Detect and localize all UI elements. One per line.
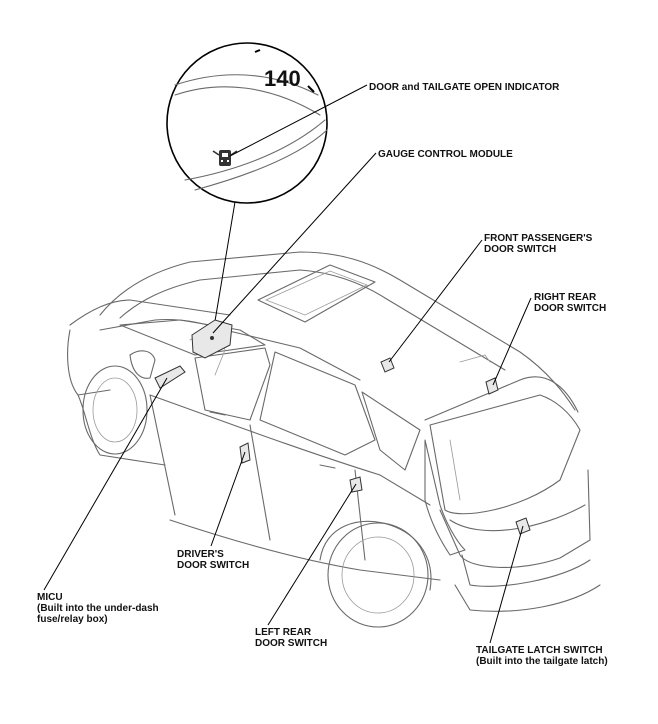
label-left-rear-line1: LEFT REAR [255, 627, 312, 638]
label-front-passenger-line2: DOOR SWITCH [484, 244, 556, 255]
gauge-control-module [191, 319, 233, 359]
label-tailgate-line1: TAILGATE LATCH SWITCH [476, 645, 603, 656]
label-left-rear-line2: DOOR SWITCH [255, 638, 327, 649]
label-driver-line2: DOOR SWITCH [177, 560, 249, 571]
label-right-rear-line1: RIGHT REAR [534, 292, 597, 303]
label-door-tailgate-indicator: DOOR and TAILGATE OPEN INDICATOR [369, 82, 560, 93]
callout-labels: DOOR and TAILGATE OPEN INDICATOR GAUGE C… [37, 82, 608, 667]
label-gauge-control-module: GAUGE CONTROL MODULE [378, 149, 513, 160]
car-illustration [67, 251, 601, 628]
label-micu-line3: fuse/relay box) [37, 614, 108, 625]
label-right-rear-line2: DOOR SWITCH [534, 303, 606, 314]
label-micu-line1: MICU [37, 592, 63, 603]
front-passenger-door-switch [380, 357, 395, 373]
label-driver-line1: DRIVER'S [177, 549, 224, 560]
leader-lines [43, 84, 532, 644]
label-micu-line2: (Built into the under-dash [37, 603, 159, 614]
door-open-indicator-icon [212, 150, 238, 166]
label-tailgate-line2: (Built into the tailgate latch) [476, 656, 608, 667]
micu-box [154, 365, 186, 389]
gauge-detail-magnifier: 140 [166, 42, 328, 334]
label-front-passenger-line1: FRONT PASSENGER'S [484, 233, 593, 244]
gauge-speed-reading: 140 [264, 66, 301, 91]
right-rear-door-switch [485, 377, 499, 395]
